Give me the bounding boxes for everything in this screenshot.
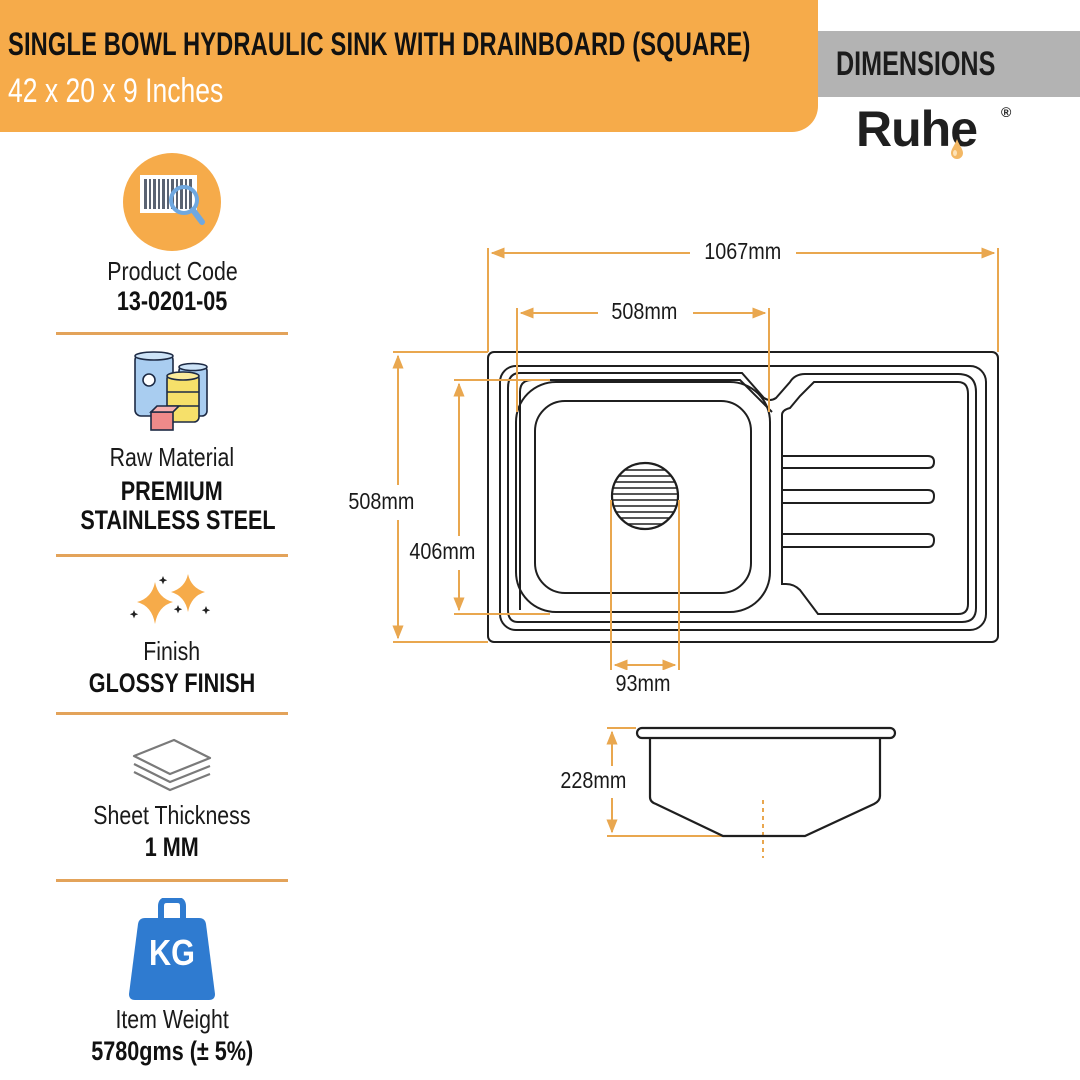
spec-finish: Finish GLOSSY FINISH xyxy=(56,572,288,715)
header-banner: SINGLE BOWL HYDRAULIC SINK WITH DRAINBOA… xyxy=(0,0,818,132)
dimension-bowl-length: 508mm xyxy=(608,298,680,325)
barcode-search-icon xyxy=(122,152,222,252)
spec-label: Item Weight xyxy=(115,1004,229,1034)
divider xyxy=(56,879,288,882)
side-view-bowl xyxy=(648,738,882,838)
bowl-edge xyxy=(507,372,977,623)
kg-weight-icon: KG xyxy=(127,898,217,1002)
spec-product-code: Product Code 13-0201-05 xyxy=(56,152,288,335)
dimensions-label: DIMENSIONS xyxy=(836,45,996,83)
spec-value: 13-0201-05 xyxy=(116,286,228,316)
kg-label: KG xyxy=(149,932,195,973)
stacked-sheets-icon xyxy=(130,736,214,792)
dimension-lines xyxy=(392,247,999,858)
drain-groove xyxy=(782,489,936,504)
raw-material-barrels-icon xyxy=(127,348,217,436)
spec-label: Product Code xyxy=(106,256,238,286)
spec-value-line2: STAINLESS STEEL xyxy=(80,505,276,535)
spec-value-line1: PREMIUM xyxy=(121,476,223,506)
sink-side-view xyxy=(635,726,897,838)
spec-label: Sheet Thickness xyxy=(93,800,251,830)
side-view-rim xyxy=(635,726,897,740)
sink-inner-rim xyxy=(499,365,987,631)
product-size: 42 x 20 x 9 Inches xyxy=(8,72,224,110)
dimensions-banner: DIMENSIONS xyxy=(818,31,1080,97)
dimension-overall-width: 508mm xyxy=(345,488,417,515)
divider xyxy=(56,712,288,715)
spec-value: 1 MM xyxy=(145,832,199,862)
spec-sheet-thickness: Sheet Thickness 1 MM xyxy=(56,736,288,882)
sink-top-view xyxy=(487,351,999,643)
spec-value: GLOSSY FINISH xyxy=(88,668,256,698)
spec-label: Finish xyxy=(143,636,201,666)
water-drop-icon xyxy=(951,139,963,159)
dimension-drain-diameter: 93mm xyxy=(612,670,674,697)
bowl-inner xyxy=(534,400,752,594)
spec-label: Raw Material xyxy=(109,442,235,472)
drainboard-edge xyxy=(781,381,969,615)
divider xyxy=(56,554,288,557)
dimension-depth: 228mm xyxy=(557,767,629,794)
dimension-overall-length: 1067mm xyxy=(701,238,784,265)
drain-strainer xyxy=(610,461,680,531)
spec-item-weight: KG Item Weight 5780gms (± 5%) xyxy=(56,898,288,1066)
drain-groove xyxy=(782,533,936,548)
registered-mark: ® xyxy=(1001,104,1012,120)
brand-logo: Ruhe ® xyxy=(856,101,1016,160)
product-title: SINGLE BOWL HYDRAULIC SINK WITH DRAINBOA… xyxy=(8,26,751,62)
spec-value: 5780gms (± 5%) xyxy=(91,1036,253,1066)
sparkle-icon xyxy=(127,572,217,628)
drain-groove xyxy=(782,455,936,469)
dimension-bowl-width: 406mm xyxy=(406,538,478,565)
sink-outer-rim xyxy=(487,351,999,643)
bowl-outer xyxy=(515,381,771,613)
divider xyxy=(56,332,288,335)
spec-raw-material: Raw Material PREMIUM STAINLESS STEEL xyxy=(56,348,288,557)
